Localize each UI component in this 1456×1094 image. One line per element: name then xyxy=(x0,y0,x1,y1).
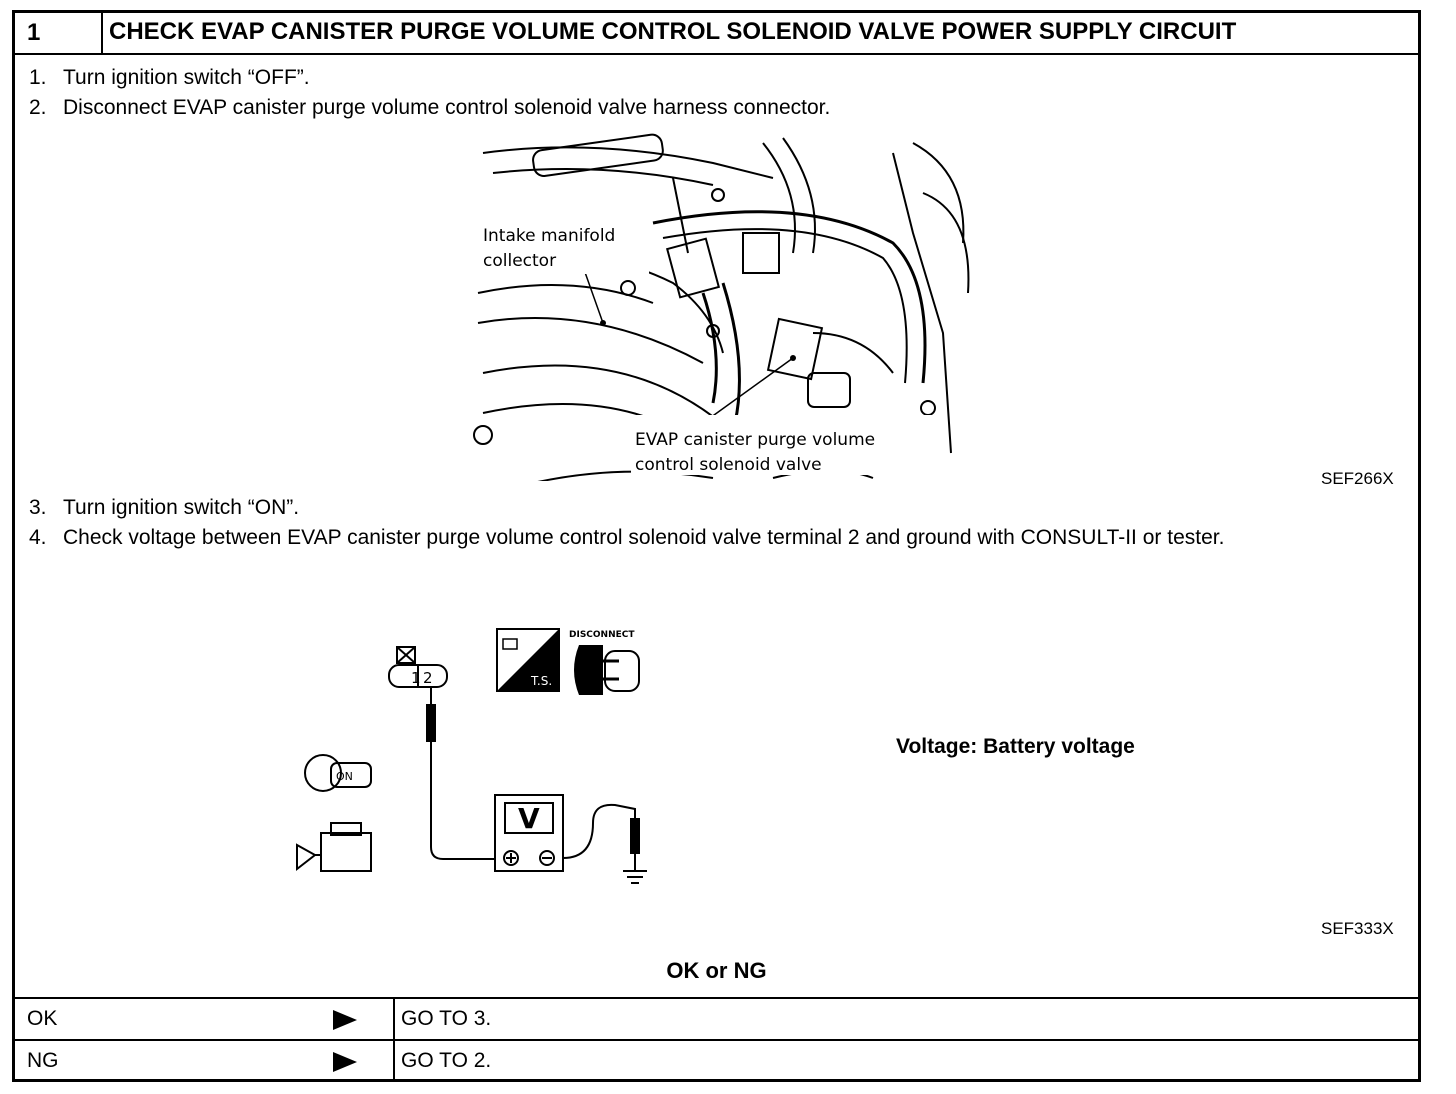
column-divider xyxy=(393,999,395,1039)
step-4: 4. Check voltage between EVAP canister p… xyxy=(29,523,1419,553)
connector-pin-1: 1 xyxy=(411,669,421,687)
step-2-text: Disconnect EVAP canister purge volume co… xyxy=(63,96,831,119)
step-1-text: Turn ignition switch “OFF”. xyxy=(63,66,310,89)
result-row-ok: OK GO TO 3. xyxy=(15,997,1418,1039)
label-collector: collector xyxy=(483,251,556,271)
step-2: 2. Disconnect EVAP canister purge volume … xyxy=(29,93,830,123)
step-number: 1 xyxy=(15,13,103,53)
result-ng-action: GO TO 2. xyxy=(401,1049,492,1072)
step-1: 1. Turn ignition switch “OFF”. xyxy=(29,63,310,93)
label-evap-valve-2: control solenoid valve xyxy=(635,455,822,475)
result-ok-label: OK xyxy=(27,1007,58,1030)
step-3-text: Turn ignition switch “ON”. xyxy=(63,496,300,519)
label-evap-valve-1: EVAP canister purge volume xyxy=(635,430,875,450)
result-row-ng: NG GO TO 2. xyxy=(15,1039,1418,1081)
engine-bay-illustration: Intake manifold collector EVAP canister … xyxy=(473,133,970,481)
test-setup-icon: T.S. xyxy=(496,628,560,692)
step-3-num: 3. xyxy=(29,496,47,519)
figure-code-2: SEF333X xyxy=(1321,919,1394,938)
step-2-num: 2. xyxy=(29,96,47,119)
step-1-num: 1. xyxy=(29,66,47,89)
step-3: 3. Turn ignition switch “ON”. xyxy=(29,493,299,523)
label-intake-manifold: Intake manifold xyxy=(483,226,615,246)
disconnect-label: DISCONNECT xyxy=(569,630,635,640)
step-4-text: Check voltage between EVAP canister purg… xyxy=(63,526,1225,549)
procedure-header: 1 CHECK EVAP CANISTER PURGE VOLUME CONTR… xyxy=(15,13,1418,55)
step-4-num: 4. xyxy=(29,526,47,549)
figure-code-1: SEF266X xyxy=(1321,469,1394,488)
voltage-check-diagram: 1 2 V ON T.S. DISCONNECT xyxy=(296,628,647,884)
result-ng-label: NG xyxy=(27,1049,59,1072)
arrow-right-icon xyxy=(333,1052,357,1072)
meter-label: V xyxy=(518,802,540,835)
ts-label: T.S. xyxy=(530,674,552,688)
procedure-title: CHECK EVAP CANISTER PURGE VOLUME CONTROL… xyxy=(109,18,1237,45)
key-on-label: ON xyxy=(336,770,353,783)
procedure-frame: 1 CHECK EVAP CANISTER PURGE VOLUME CONTR… xyxy=(12,10,1421,1082)
voltage-spec: Voltage: Battery voltage xyxy=(896,735,1135,758)
arrow-right-icon xyxy=(333,1010,357,1030)
column-divider xyxy=(393,1041,395,1081)
result-ok-action: GO TO 3. xyxy=(401,1007,492,1030)
decision-title: OK or NG xyxy=(666,958,767,983)
disconnect-icon: DISCONNECT xyxy=(569,630,640,695)
connector-pin-2: 2 xyxy=(423,669,433,687)
